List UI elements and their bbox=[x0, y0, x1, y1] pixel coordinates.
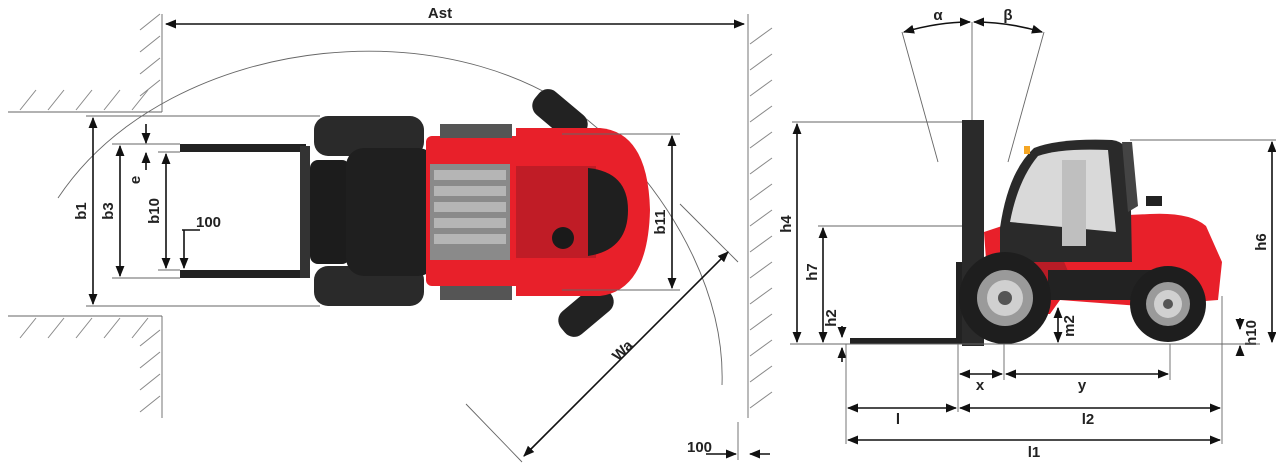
wall-hatching bbox=[8, 13, 773, 418]
label-fork-gap: 100 bbox=[196, 214, 221, 231]
label-ast: Ast bbox=[428, 5, 452, 22]
label-x: x bbox=[976, 377, 985, 394]
label-l1: l1 bbox=[1028, 444, 1041, 461]
label-m2: m2 bbox=[1061, 315, 1078, 337]
label-b11: b11 bbox=[652, 209, 669, 234]
label-h4: h4 bbox=[778, 215, 795, 233]
side-view: α β bbox=[778, 7, 1276, 461]
label-e: e bbox=[127, 176, 144, 184]
label-b3: b3 bbox=[100, 202, 117, 220]
label-b1: b1 bbox=[73, 202, 90, 220]
top-view: Ast b1 b3 e b10 100 b11 Wa bbox=[8, 5, 773, 463]
forklift-side-view-icon bbox=[850, 120, 1222, 346]
label-beta: β bbox=[1003, 7, 1012, 24]
label-wa: Wa bbox=[609, 337, 637, 365]
forklift-top-view-icon bbox=[180, 89, 650, 337]
label-h6: h6 bbox=[1253, 233, 1270, 251]
label-b10: b10 bbox=[146, 198, 163, 224]
label-y: y bbox=[1078, 377, 1087, 394]
label-l2: l2 bbox=[1082, 411, 1095, 428]
label-h7: h7 bbox=[804, 263, 821, 281]
label-wall-gap: 100 bbox=[687, 439, 712, 456]
label-h10: h10 bbox=[1243, 320, 1260, 346]
label-h2: h2 bbox=[823, 309, 840, 327]
label-alpha: α bbox=[933, 7, 943, 24]
label-l: l bbox=[896, 411, 900, 428]
